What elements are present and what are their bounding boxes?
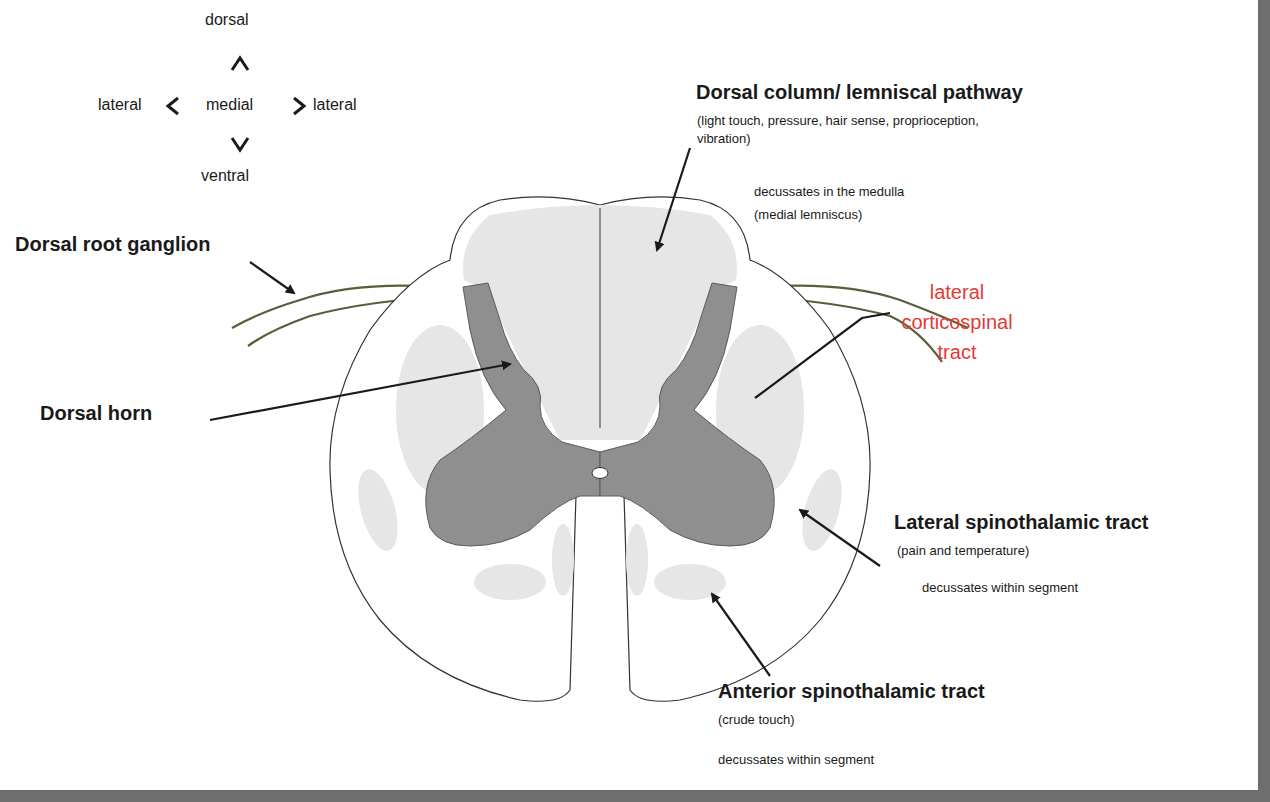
direction-label: dorsal bbox=[205, 10, 285, 30]
frame-border bbox=[1258, 0, 1270, 802]
tract-note: decussates in the medulla (medial lemnis… bbox=[754, 180, 929, 226]
tracts bbox=[351, 205, 850, 600]
tract-function: (crude touch) bbox=[718, 712, 968, 728]
lateral-spinothalamic-tract bbox=[795, 465, 850, 555]
compass-arrow bbox=[168, 98, 178, 114]
gray-matter bbox=[426, 283, 774, 546]
direction-label: lateral bbox=[98, 95, 168, 115]
structure-label: Dorsal horn bbox=[40, 401, 210, 426]
leader-arrow bbox=[657, 148, 690, 250]
structure-label: Dorsal root ganglion bbox=[15, 232, 275, 257]
leader-arrow bbox=[210, 364, 510, 420]
median-septum bbox=[599, 208, 600, 428]
anterior-spinothalamic-tract bbox=[654, 564, 726, 600]
lateral-spinothalamic-tract bbox=[351, 465, 406, 555]
tract-function: (light touch, pressure, hair sense, prop… bbox=[697, 112, 1027, 148]
ventral-tract bbox=[626, 524, 648, 596]
tract-title: lateral corticospinal tract bbox=[882, 277, 1032, 367]
leader-arrow bbox=[250, 262, 294, 293]
direction-label: ventral bbox=[201, 166, 281, 186]
tract-note: decussates within segment bbox=[718, 752, 968, 768]
tract-title: Dorsal column/ lemniscal pathway bbox=[696, 80, 1116, 105]
ventral-tract bbox=[552, 524, 574, 596]
cord-outline bbox=[330, 197, 870, 701]
compass-arrow bbox=[232, 138, 248, 150]
leader-line bbox=[755, 313, 890, 398]
tract-title: Lateral spinothalamic tract bbox=[894, 510, 1234, 535]
compass-arrow bbox=[294, 98, 304, 114]
direction-label: lateral bbox=[313, 95, 383, 115]
tract-function: (pain and temperature) bbox=[897, 543, 1147, 559]
leader-arrow bbox=[712, 594, 770, 676]
leaders bbox=[210, 148, 890, 676]
gray-matter-half bbox=[426, 283, 600, 546]
compass bbox=[168, 58, 304, 150]
leader-arrow bbox=[800, 510, 880, 566]
frame-border bbox=[0, 790, 1270, 802]
tract-title: Anterior spinothalamic tract bbox=[718, 679, 1078, 704]
anterior-spinothalamic-tract bbox=[474, 564, 546, 600]
compass-arrow bbox=[232, 58, 248, 70]
central-canal bbox=[592, 468, 608, 479]
direction-label: medial bbox=[206, 95, 276, 115]
gray-matter-half bbox=[600, 283, 774, 546]
tract-note: decussates within segment bbox=[922, 580, 1172, 596]
